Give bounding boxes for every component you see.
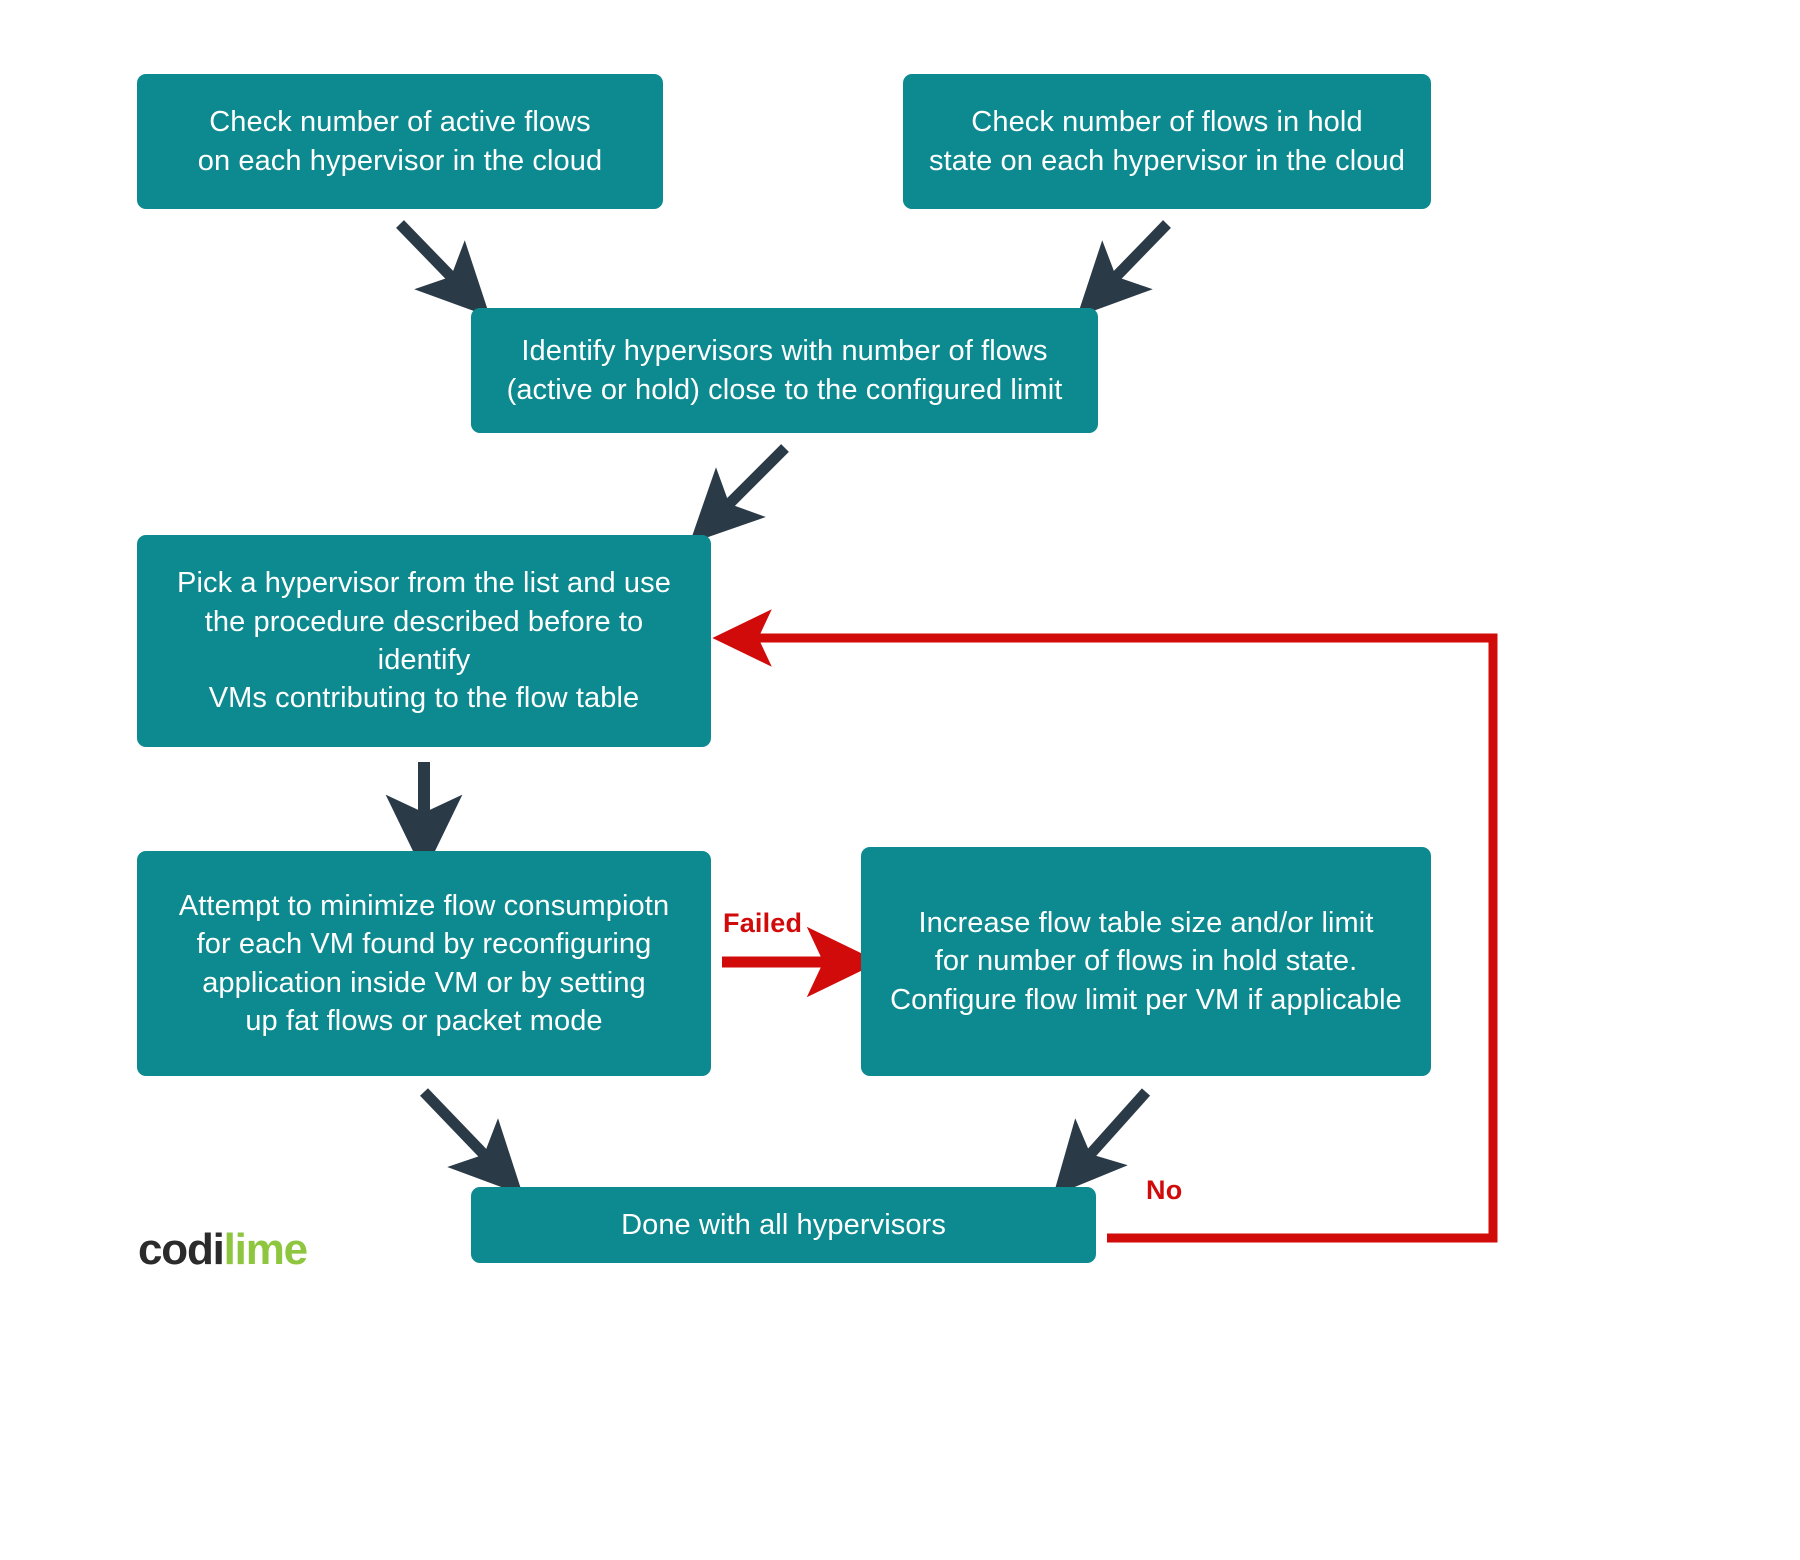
arrow-check-active-to-identify xyxy=(396,220,491,317)
node-label: Identify hypervisors with number of flow… xyxy=(506,335,1063,406)
node-check-hold-flows[interactable]: Check number of flows in hold state on e… xyxy=(903,74,1431,209)
node-done-all-hypervisors[interactable]: Done with all hypervisors xyxy=(471,1187,1096,1263)
arrow-check-hold-to-identify xyxy=(1076,220,1171,317)
codilime-logo: codilime xyxy=(138,1225,308,1274)
node-label: Check number of flows in hold state on e… xyxy=(928,106,1406,177)
arrow-increase-to-done xyxy=(1053,1088,1151,1196)
node-label: Check number of active flows on each hyp… xyxy=(197,106,603,177)
arrow-identify-to-pick xyxy=(689,444,789,544)
node-identify-hypervisors[interactable]: Identify hypervisors with number of flow… xyxy=(471,308,1098,433)
logo-text-codi: codi xyxy=(138,1225,225,1274)
arrow-attempt-to-done xyxy=(420,1088,523,1195)
node-attempt-minimize[interactable]: Attempt to minimize flow consumpiotn for… xyxy=(137,851,711,1076)
edge-label-no: No xyxy=(1146,1175,1183,1205)
edge-label-failed: Failed xyxy=(723,908,803,938)
node-check-active-flows[interactable]: Check number of active flows on each hyp… xyxy=(137,74,663,209)
node-pick-hypervisor[interactable]: Pick a hypervisor from the list and use … xyxy=(137,535,711,747)
node-label: Increase flow table size and/or limit fo… xyxy=(890,907,1402,1016)
node-increase-flow-table[interactable]: Increase flow table size and/or limit fo… xyxy=(861,847,1431,1076)
logo-text-lime: lime xyxy=(223,1225,308,1274)
node-label: Done with all hypervisors xyxy=(621,1208,946,1241)
node-label: Pick a hypervisor from the list and use … xyxy=(177,567,671,715)
node-label: Attempt to minimize flow consumpiotn for… xyxy=(178,889,670,1037)
